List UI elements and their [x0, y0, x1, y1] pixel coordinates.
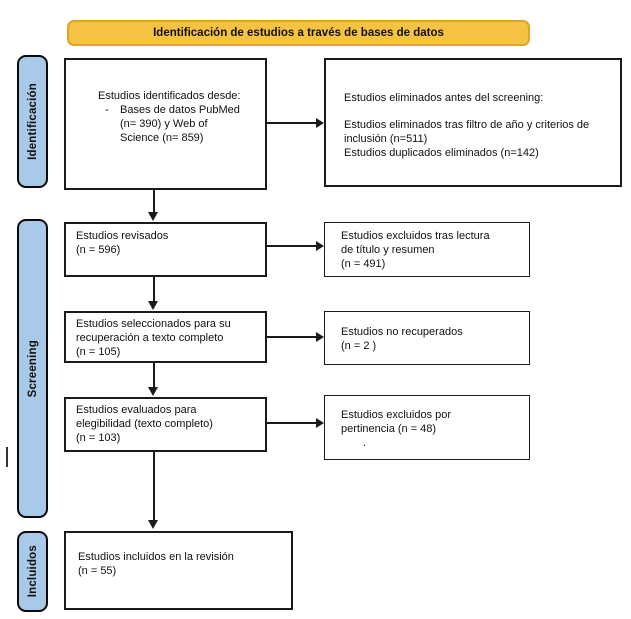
box-text-line: Estudios seleccionados para su [76, 318, 231, 330]
box-identified-studies: Estudios identificados desde: - Bases de… [64, 58, 267, 190]
box-text-line: Estudios eliminados antes del screening: [344, 92, 544, 104]
stage-label: Identificación [26, 83, 39, 160]
arrow-down-icon [148, 301, 158, 310]
box-text-line: Estudios eliminados tras filtro de año y… [344, 119, 590, 131]
box-studies-not-retrieved: Estudios no recuperados (n = 2 ) [324, 311, 530, 365]
box-text-line: Estudios excluidos tras lectura [341, 230, 490, 242]
arrow-right-icon [316, 241, 324, 251]
box-studies-sought-retrieval: Estudios seleccionados para su recuperac… [64, 311, 267, 363]
box-text-line: de título y resumen [341, 244, 435, 256]
box-text-line: Estudios excluidos por [341, 409, 452, 421]
box-studies-assessed-eligibility: Estudios evaluados para elegibilidad (te… [64, 397, 267, 452]
box-text-line: Estudios revisados [76, 230, 169, 242]
box-text-line: Science (n= 859) [120, 132, 204, 144]
arrow-line-identified-to-removed [267, 122, 316, 124]
banner: Identificación de estudios a través de b… [67, 20, 530, 46]
arrow-line-assessed-to-included [153, 452, 155, 521]
box-text-line: Estudios evaluados para [76, 404, 197, 416]
arrow-down-icon [148, 520, 158, 529]
box-text-line: (n= 390) y Web of [120, 118, 208, 130]
stray-mark [6, 447, 8, 467]
stage-label: Screening [26, 339, 39, 398]
box-text-line: (n = 103) [76, 432, 121, 444]
bullet-dash: - [105, 104, 109, 116]
arrow-line-screened-to-excluded [267, 245, 316, 247]
box-studies-excluded-title-abstract: Estudios excluidos tras lectura de títul… [324, 222, 530, 277]
box-text-line: elegibilidad (texto completo) [76, 418, 213, 430]
box-text-line: inclusión (n=511) [344, 133, 428, 145]
arrow-right-icon [316, 418, 324, 428]
box-studies-removed-before-screening: Estudios eliminados antes del screening:… [324, 58, 622, 187]
box-studies-included-review: Estudios incluidos en la revisión (n = 5… [64, 531, 293, 610]
arrow-line-assessed-to-excluded [267, 422, 316, 424]
box-text-line: . [363, 437, 367, 449]
arrow-down-icon [148, 212, 158, 221]
bullet-row: - Bases de datos PubMed [98, 103, 259, 117]
box-text-line: (n = 491) [341, 258, 386, 270]
arrow-line-sought-to-notretrieved [267, 336, 316, 338]
banner-title: Identificación de estudios a través de b… [153, 27, 444, 39]
arrow-down-icon [148, 387, 158, 396]
box-studies-screened: Estudios revisados (n = 596) [64, 222, 267, 277]
box-text-line: (n = 55) [78, 565, 117, 577]
stage-incluidos: Incluidos [17, 531, 48, 612]
box-text-line: Estudios duplicados eliminados (n=142) [344, 147, 539, 159]
arrow-line-identified-to-screened [153, 190, 155, 213]
box-text-line: Estudios no recuperados [341, 326, 463, 338]
box-text-line: (n = 596) [76, 244, 121, 256]
box-text-line: (n = 105) [76, 346, 121, 358]
arrow-right-icon [316, 118, 324, 128]
box-text-line: (n = 2 ) [341, 340, 377, 352]
stage-screening: Screening [17, 219, 48, 518]
box-text-line: Estudios identificados desde: [98, 90, 241, 102]
box-text-line: recuperación a texto completo [76, 332, 224, 344]
arrow-right-icon [316, 332, 324, 342]
box-text-line: Bases de datos PubMed [120, 104, 240, 116]
stage-identificacion: Identificación [17, 55, 48, 188]
box-text-line: pertinencia (n = 48) [341, 423, 437, 435]
box-text-line: Estudios incluidos en la revisión [78, 551, 234, 563]
stage-label: Incluidos [26, 545, 39, 598]
arrow-line-sought-to-assessed [153, 363, 155, 388]
box-studies-excluded-pertinence: Estudios excluidos por pertinencia (n = … [324, 395, 530, 460]
arrow-line-screened-to-sought [153, 277, 155, 302]
